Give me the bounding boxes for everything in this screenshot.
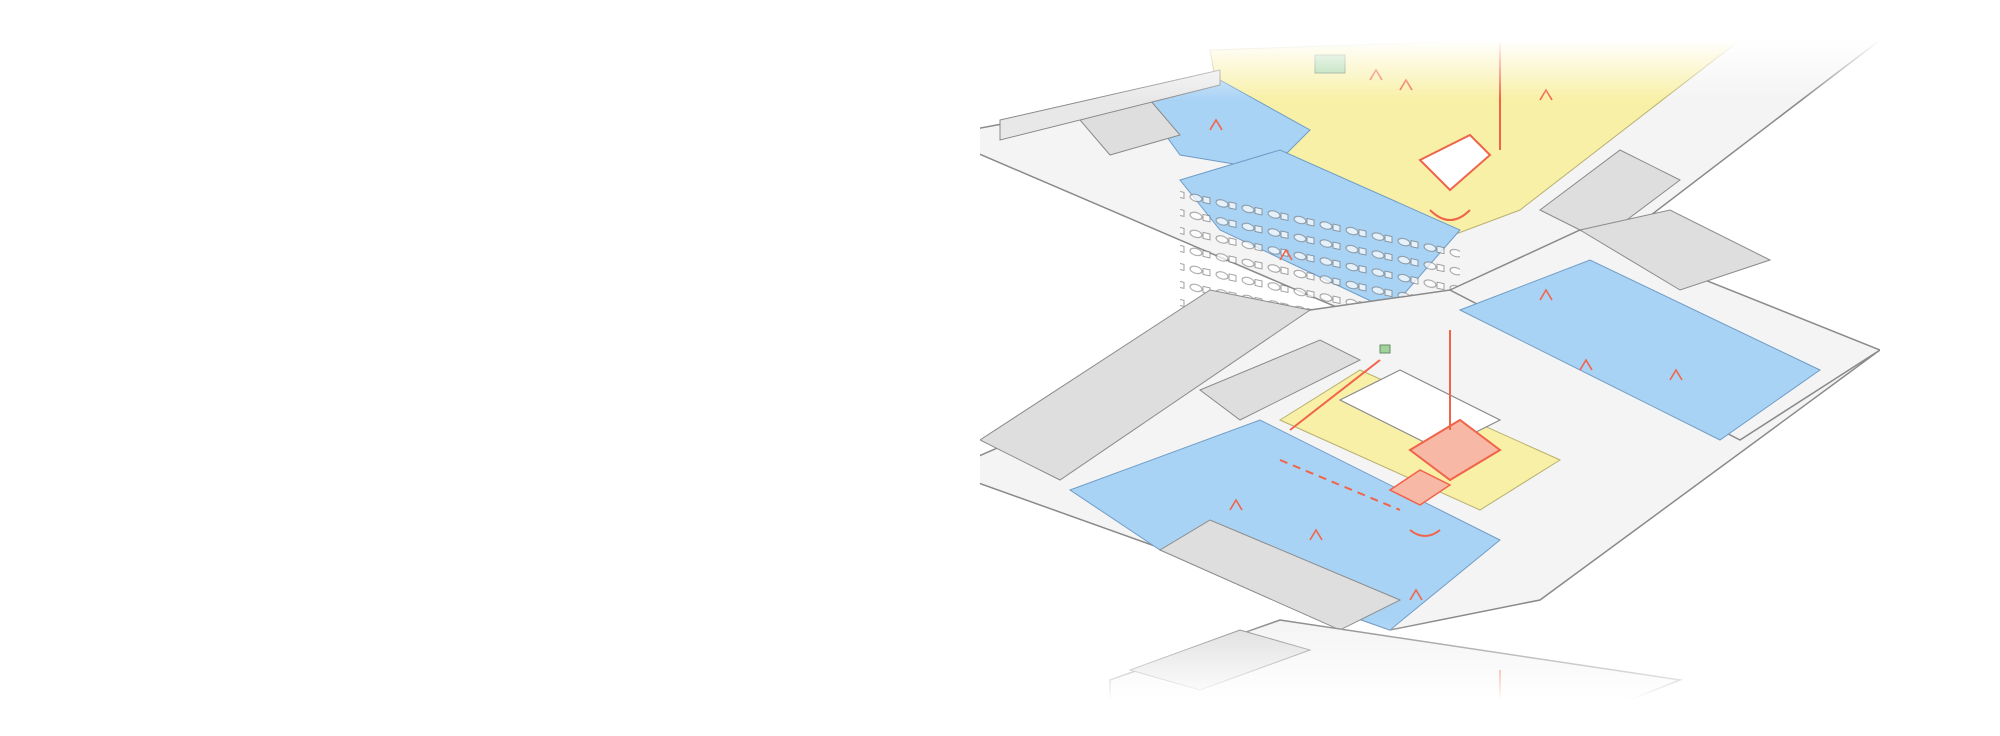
lower-floor (1109, 619, 1683, 700)
upper-stair (1418, 133, 1492, 192)
middle-stair-landing (1388, 469, 1452, 506)
middle-core-block (1199, 339, 1362, 421)
middle-work-area-right (1458, 259, 1821, 441)
isometric-office-illustration (980, 40, 1880, 700)
middle-floor (980, 209, 1880, 631)
upper-green-marker (1314, 54, 1346, 74)
middle-stair (1408, 418, 1502, 482)
middle-wall-block-bottom (1158, 519, 1402, 631)
middle-wall-block-left (980, 289, 1312, 481)
middle-work-area-main (1068, 419, 1501, 631)
middle-green-marker (1379, 344, 1391, 354)
middle-wall-block-top-right (1578, 209, 1772, 291)
